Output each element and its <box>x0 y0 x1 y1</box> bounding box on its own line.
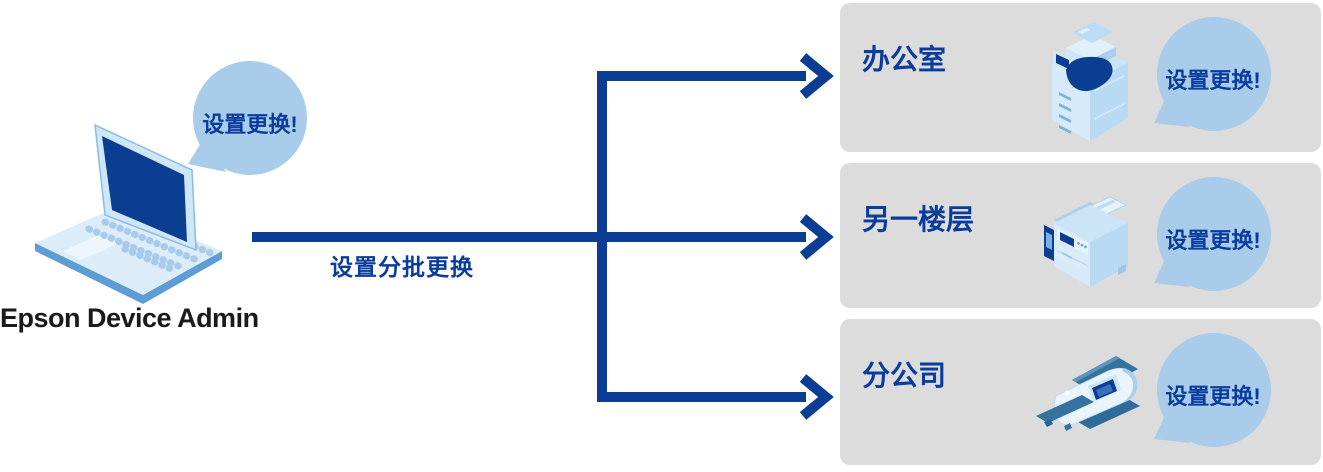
keyboard-keys <box>85 211 217 273</box>
speech-bubble-office: 设置更换! <box>1152 15 1274 137</box>
destination-panel-branch: 分公司 设置更换! <box>840 319 1321 465</box>
destination-panel-office: 办公室 <box>840 3 1321 152</box>
bubble-text: 设置更换! <box>1165 228 1261 253</box>
arrowhead-bottom-icon <box>799 374 834 420</box>
arrow-shafts <box>252 71 806 402</box>
speech-bubble-shape <box>1154 333 1271 447</box>
panel-title: 分公司 <box>862 360 947 392</box>
speech-bubble-shape <box>1154 177 1271 291</box>
speech-bubble-floor: 设置更换! <box>1152 175 1274 297</box>
laptop-icon <box>35 123 222 304</box>
office-copier-icon <box>1052 22 1128 141</box>
source-label: Epson Device Admin <box>0 303 259 333</box>
laptop-screen <box>102 136 187 242</box>
destination-panel-floor: 另一楼层 <box>840 163 1321 308</box>
arrowhead-top-icon <box>799 53 834 99</box>
document-scanner-icon <box>1036 356 1140 431</box>
flow-label: 设置分批更换 <box>330 254 474 280</box>
speech-bubble-shape <box>1154 17 1271 131</box>
bubble-text: 设置更换! <box>1165 384 1261 409</box>
speech-bubble-branch: 设置更换! <box>1152 331 1274 453</box>
speech-bubble-shape <box>188 61 307 175</box>
panel-title: 另一楼层 <box>862 204 975 236</box>
panel-title: 办公室 <box>862 44 947 76</box>
desktop-printer-icon <box>1044 196 1128 287</box>
speech-bubble-source: 设置更换! <box>186 58 314 184</box>
bubble-text: 设置更换! <box>202 112 298 137</box>
copier-screen <box>1056 54 1069 69</box>
printer-screen <box>1060 232 1074 247</box>
bubble-text: 设置更换! <box>1165 68 1261 93</box>
arrowhead-middle-icon <box>799 214 834 260</box>
